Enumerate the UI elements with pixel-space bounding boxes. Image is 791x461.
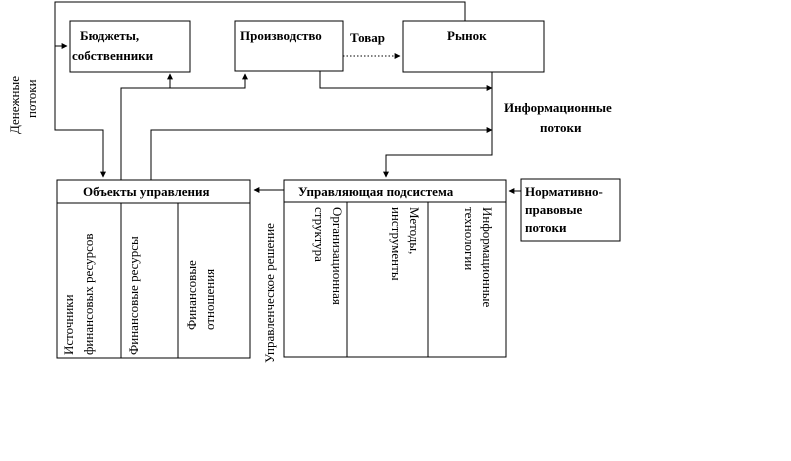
budgets-label-line1: Бюджеты, — [80, 28, 139, 43]
subsystem-col1-line2: структура — [312, 207, 327, 262]
control-objects-box — [56, 179, 251, 359]
normative-label-line1: Нормативно- — [525, 184, 603, 199]
market-box — [402, 20, 545, 73]
market-label: Рынок — [447, 28, 487, 43]
objects-col1-line1: Источники — [61, 294, 76, 355]
info-flows-label-line2: потоки — [540, 120, 582, 135]
normative-box — [520, 178, 621, 242]
control-subsystem-title: Управляющая подсистема — [298, 184, 454, 199]
subsystem-col3-line1: Информационные — [480, 207, 495, 308]
objects-col2-line1: Финансовые ресурсы — [126, 236, 141, 355]
production-box — [234, 20, 344, 72]
budgets-box — [69, 20, 191, 73]
normative-label-line3: потоки — [525, 220, 567, 235]
control-subsystem-node: Управляющая подсистема Организационная с… — [283, 179, 507, 358]
market-node: Рынок — [402, 20, 545, 73]
management-decision-label: Управленческое решение — [262, 223, 277, 363]
objects-col3-line2: отношения — [202, 269, 217, 330]
budgets-node: Бюджеты, собственники — [69, 20, 191, 73]
to-production-arrow — [120, 73, 248, 180]
production-node: Производство — [234, 20, 344, 72]
production-label: Производство — [240, 28, 322, 43]
control-objects-node: Объекты управления Источники финансовых … — [56, 179, 251, 359]
normative-label-line2: правовые — [525, 202, 582, 217]
production-to-info-arrow — [319, 71, 493, 91]
subsystem-col1-line1: Организационная — [330, 207, 345, 305]
money-flow-loop-arrow — [54, 1, 466, 178]
subsystem-col2-line1: Методы, — [407, 207, 422, 254]
subsystem-col2-line2: инструменты — [389, 207, 404, 281]
money-flows-label-line1: Денежные — [7, 76, 22, 134]
normative-node: Нормативно- правовые потоки — [520, 178, 621, 242]
subsystem-col3-line2: технологии — [462, 207, 477, 270]
budgets-label-line2: собственники — [72, 48, 154, 63]
goods-label: Товар — [350, 30, 385, 45]
control-subsystem-box — [283, 179, 507, 358]
objects-col1-line2: финансовых ресурсов — [81, 233, 96, 355]
objects-to-info-arrow — [150, 127, 493, 180]
money-flows-label-line2: потоки — [24, 79, 39, 118]
objects-col3-line1: Финансовые — [184, 260, 199, 330]
control-objects-title: Объекты управления — [83, 184, 210, 199]
info-to-subsystem-arrow — [383, 72, 493, 178]
info-flows-label-line1: Информационные — [504, 100, 612, 115]
